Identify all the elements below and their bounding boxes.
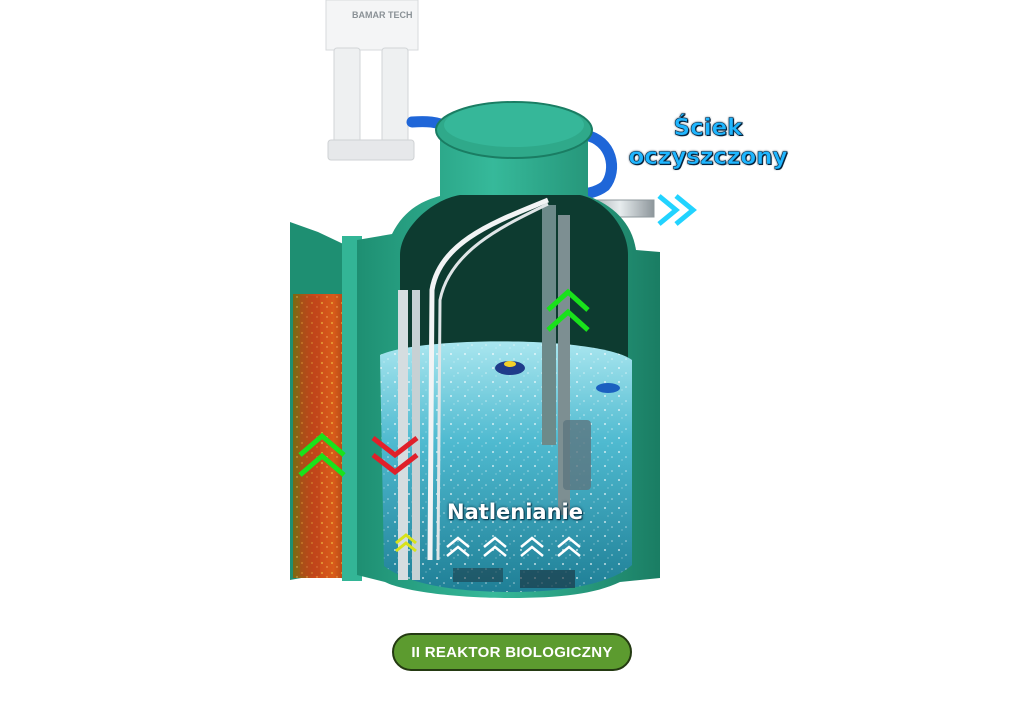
double-chevron-up-icon — [546, 288, 590, 332]
biological-reactor-tank — [357, 101, 660, 598]
chevron-up-icon — [395, 533, 417, 553]
primary-chamber — [290, 222, 362, 581]
reactor-badge: II REAKTOR BIOLOGICZNY — [392, 633, 632, 671]
aeration-label: Natlenianie — [447, 500, 583, 524]
treated-effluent-label: Ściek oczyszczony — [628, 115, 788, 171]
double-chevron-right-icon — [657, 194, 697, 226]
aeration-arrows — [446, 536, 581, 557]
double-chevron-down-icon — [371, 436, 419, 476]
brand-logo: BAMAR TECH — [352, 10, 413, 20]
blower-unit — [325, 0, 419, 161]
double-chevron-up-icon — [298, 432, 346, 477]
